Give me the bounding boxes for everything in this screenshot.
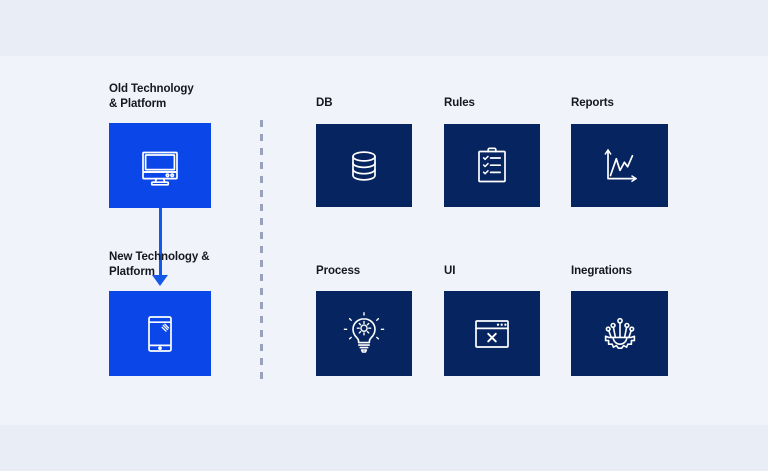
- component-card-rules[interactable]: [444, 124, 540, 207]
- component-label-rules: Rules: [444, 97, 475, 109]
- component-card-integrations[interactable]: [571, 291, 668, 376]
- tablet-icon: [137, 311, 183, 357]
- component-label-reports: Reports: [571, 97, 614, 109]
- new-technology-card[interactable]: [109, 291, 211, 376]
- clipboard-check-icon: [470, 144, 514, 188]
- background-band-bottom: [0, 425, 768, 471]
- background-band-top: [0, 0, 768, 56]
- section-divider: [260, 120, 263, 380]
- component-card-ui[interactable]: [444, 291, 540, 376]
- component-label-db: DB: [316, 97, 333, 109]
- old-technology-label: Old Technology & Platform: [109, 83, 194, 110]
- old-technology-card[interactable]: [109, 123, 211, 208]
- component-card-reports[interactable]: [571, 124, 668, 207]
- browser-window-x-icon: [470, 312, 514, 356]
- migration-connector-line: [159, 208, 162, 276]
- component-label-integrations: Inegrations: [571, 265, 632, 277]
- component-label-process: Process: [316, 265, 361, 277]
- component-card-db[interactable]: [316, 124, 412, 207]
- lightbulb-gear-icon: [341, 311, 387, 357]
- new-technology-label: New Technology & Platform: [109, 251, 210, 278]
- gear-network-icon: [597, 311, 643, 357]
- component-card-process[interactable]: [316, 291, 412, 376]
- desktop-monitor-icon: [136, 142, 184, 190]
- migration-connector-arrowhead: [152, 275, 168, 286]
- database-icon: [342, 144, 386, 188]
- component-label-ui: UI: [444, 265, 456, 277]
- line-chart-icon: [598, 144, 642, 188]
